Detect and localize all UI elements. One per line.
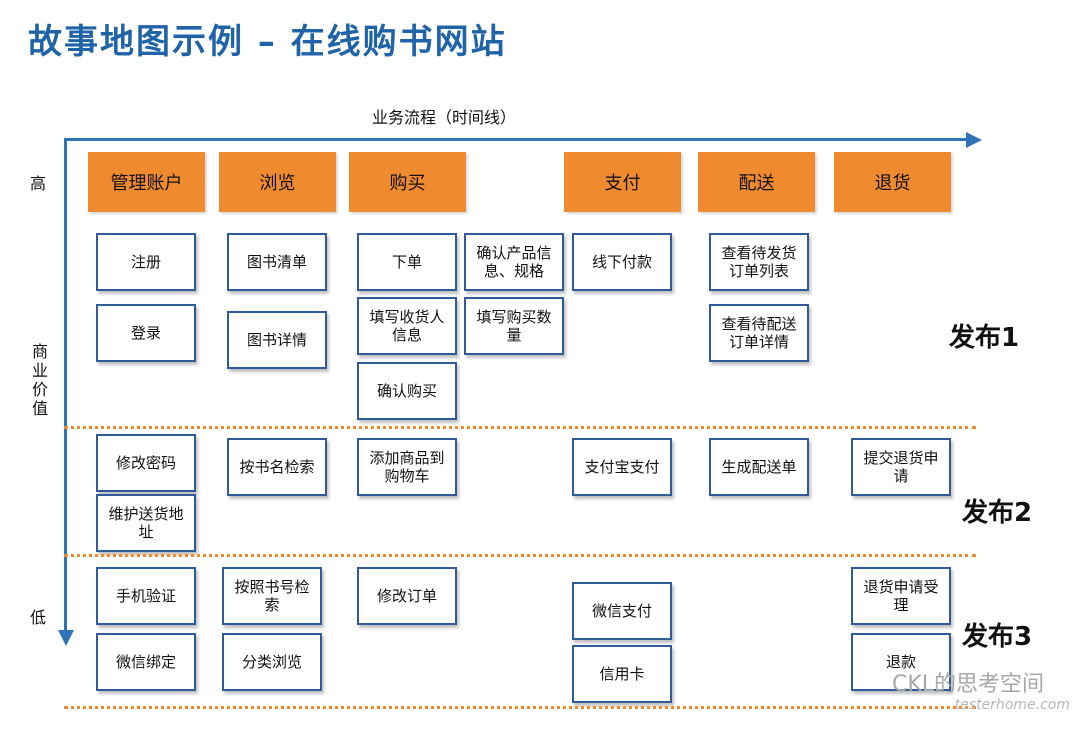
story-card: 下单 xyxy=(357,233,457,291)
release-3-label: 发布3 xyxy=(962,622,1033,652)
story-card: 信用卡 xyxy=(572,645,672,703)
release-2-label: 发布2 xyxy=(962,498,1033,528)
story-card: 填写收货人信息 xyxy=(357,297,457,355)
time-axis-arrow-icon xyxy=(966,132,982,148)
story-card: 微信支付 xyxy=(572,582,672,640)
story-card: 图书清单 xyxy=(227,233,327,291)
release-divider xyxy=(64,554,976,557)
story-card: 确认购买 xyxy=(357,362,457,420)
value-axis-arrow-icon xyxy=(58,630,74,646)
activity-purchase: 购买 xyxy=(349,152,466,212)
story-card: 维护送货地址 xyxy=(96,494,196,552)
story-card: 按照书号检索 xyxy=(222,567,322,625)
activity-browse: 浏览 xyxy=(219,152,336,212)
story-card: 手机验证 xyxy=(96,567,196,625)
story-card: 按书名检索 xyxy=(227,438,327,496)
story-card: 注册 xyxy=(96,233,196,291)
activity-manage-account: 管理账户 xyxy=(88,152,205,212)
story-card: 提交退货申请 xyxy=(851,438,951,496)
value-high-label: 高 xyxy=(30,174,47,193)
value-low-label: 低 xyxy=(30,608,47,627)
story-card: 查看待配送订单详情 xyxy=(709,304,809,362)
story-card: 添加商品到购物车 xyxy=(357,438,457,496)
story-card: 查看待发货订单列表 xyxy=(709,233,809,291)
value-axis-line xyxy=(64,138,67,636)
story-card: 登录 xyxy=(96,304,196,362)
story-card: 退货申请受理 xyxy=(851,567,951,625)
watermark-brand: CKL的思考空间 xyxy=(891,672,1044,697)
release-1-label: 发布1 xyxy=(949,323,1020,353)
story-card: 分类浏览 xyxy=(222,633,322,691)
story-card: 图书详情 xyxy=(227,311,327,369)
story-card: 微信绑定 xyxy=(96,633,196,691)
time-axis-line xyxy=(64,138,974,141)
page-title: 故事地图示例 – 在线购书网站 xyxy=(28,22,507,62)
story-card: 确认产品信息、规格 xyxy=(464,233,564,291)
activity-return: 退货 xyxy=(834,152,951,212)
story-card: 生成配送单 xyxy=(709,438,809,496)
activity-delivery: 配送 xyxy=(698,152,815,212)
story-card: 修改订单 xyxy=(357,567,457,625)
activity-payment: 支付 xyxy=(564,152,681,212)
story-card: 退款 xyxy=(851,633,951,691)
watermark-site: testerhome.com xyxy=(954,697,1070,713)
story-card: 线下付款 xyxy=(572,233,672,291)
release-divider xyxy=(64,426,976,429)
y-axis-label: 商 业 价 值 xyxy=(31,342,48,418)
release-divider xyxy=(64,706,976,709)
x-axis-label: 业务流程（时间线） xyxy=(372,108,517,127)
story-card: 支付宝支付 xyxy=(572,438,672,496)
story-card: 填写购买数量 xyxy=(464,297,564,355)
story-card: 修改密码 xyxy=(96,434,196,492)
